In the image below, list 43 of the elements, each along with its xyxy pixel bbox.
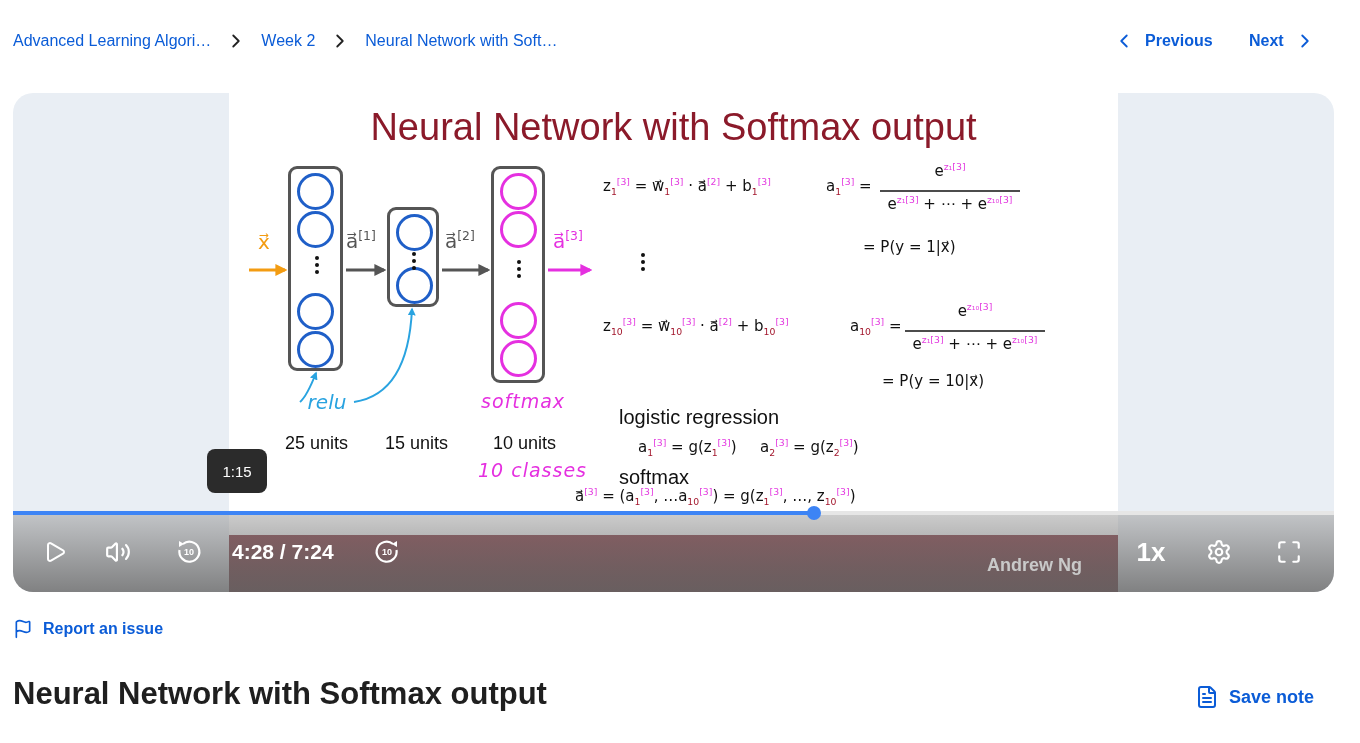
arrow <box>548 264 593 276</box>
breadcrumb-link: Advanced Learning Algori… <box>13 32 212 50</box>
report-issue-button: Report an issue <box>13 619 164 639</box>
arrow <box>346 264 387 276</box>
unit-count: 15 units <box>385 433 449 454</box>
equation: e$^{z₁[3]}$ <box>934 161 966 180</box>
arrow <box>249 264 288 276</box>
handwritten-note: relu <box>300 389 354 415</box>
breadcrumb-link: Neural Network with Soft… <box>365 32 558 50</box>
handwritten-note: 10 classes <box>478 459 587 481</box>
previous-button: Previous <box>1113 30 1213 52</box>
curved-arrow <box>353 307 416 403</box>
unit-count: 25 units <box>285 433 349 454</box>
equation: a$_{2}$$^{[3]}$ = g(z$_{2}$$^{[3]}$) <box>760 437 859 458</box>
layer-box <box>491 166 545 383</box>
forward-button: 10 <box>372 537 402 567</box>
equation: a$_{1}$$^{[3]}$ = g(z$_{1}$$^{[3]}$) <box>638 437 737 458</box>
unit-count: 10 units <box>493 433 557 454</box>
speed-button: 1x <box>1131 537 1171 567</box>
time-tooltip: 1:15 <box>207 449 267 493</box>
slide-title: Neural Network with Softmax output <box>369 106 978 149</box>
page-heading: Neural Network with Softmax output <box>13 676 547 712</box>
rewind-button: 10 <box>174 537 204 567</box>
equation: a$_{10}$$^{[3]}$ = <box>850 316 902 337</box>
arrow <box>442 264 491 276</box>
equation: e$^{z₁[3]}$ + ⋯ + e$^{z₁₀[3]}$ <box>887 194 1013 213</box>
layer-box <box>387 207 439 307</box>
section-heading: logistic regression <box>619 406 780 429</box>
equation: a⃗$^{[3]}$ = (a$_{1}$$^{[3]}$, …a$_{10}$$^{[3]}$) = g(z$_{1}$$^{[3]}$, …, z$_{10}$$^{[3]}$) <box>575 486 856 507</box>
next-button: Next <box>1249 30 1316 52</box>
equation: e$^{z₁₀[3]}$ <box>957 301 993 320</box>
curved-arrow <box>299 371 318 403</box>
handwritten-note: softmax <box>481 390 566 412</box>
equation: a$_{1}$$^{[3]}$ = <box>826 176 872 197</box>
layer-box <box>288 166 343 371</box>
presenter-name: Andrew Ng <box>987 555 1082 576</box>
equation: e$^{z₁[3]}$ + ⋯ + e$^{z₁₀[3]}$ <box>912 334 1038 353</box>
equation: = P(y = 1|x⃗) <box>863 238 956 256</box>
time-display: 4:28 / 7:24 <box>232 540 334 564</box>
equation: = P(y = 10|x⃗) <box>882 372 985 390</box>
breadcrumb-link: Week 2 <box>261 32 316 50</box>
section-heading: softmax <box>619 466 690 488</box>
save-note-button: Save note <box>1195 685 1315 709</box>
